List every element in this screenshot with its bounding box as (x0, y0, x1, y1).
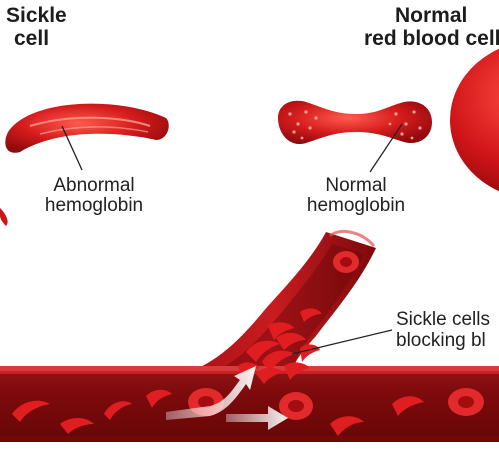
blocking-label-line1: Sickle cells (396, 309, 490, 330)
normal-hb-label-line1: Normal (325, 175, 387, 196)
blocking-pointer-line (291, 329, 393, 355)
sickle-title-line1: Sickle (6, 4, 67, 27)
abnormal-pointer-line (61, 125, 83, 171)
normal-title-line1: Normal (395, 4, 468, 27)
abnormal-label-line2: hemoglobin (44, 195, 144, 216)
normal-pointer-line (369, 123, 403, 173)
flow-arrows (166, 366, 288, 430)
abnormal-label-line1: Abnormal (53, 175, 135, 196)
normal-cell-profile (278, 100, 432, 145)
blocking-label-line2: blocking bl (396, 330, 486, 351)
normal-hb-label-line2: hemoglobin (306, 195, 406, 216)
branch-cells (300, 251, 359, 322)
normal-title-line2: red blood cell (364, 27, 499, 50)
sickle-cell-shape (5, 103, 169, 153)
sickle-title-line2: cell (14, 27, 50, 50)
branch-vessel (170, 229, 376, 378)
sickle-cluster (238, 322, 320, 384)
large-normal-cell (450, 48, 499, 192)
sickle-fragment-edge (0, 208, 8, 226)
